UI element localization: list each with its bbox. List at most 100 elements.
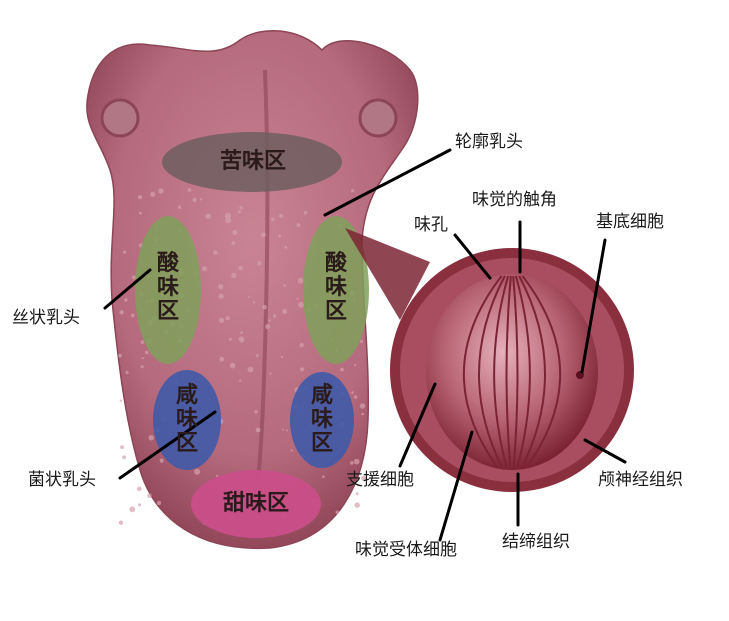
papilla-dot <box>283 284 286 287</box>
papilla-dot <box>137 195 143 200</box>
bud-cell-line <box>478 275 506 469</box>
papilla-dot <box>300 367 305 372</box>
papilla-dot <box>248 296 251 299</box>
papilla-dot <box>141 357 144 360</box>
papilla-dot <box>255 427 261 433</box>
papilla-dot <box>225 212 231 219</box>
papilla-right <box>358 98 398 138</box>
papilla-dot <box>218 317 225 323</box>
papilla-dot <box>335 510 340 515</box>
papilla-dot <box>240 331 244 334</box>
label-fungiform: 菌状乳头 <box>28 470 96 490</box>
papilla-dot <box>199 198 203 201</box>
papilla-dot <box>194 468 201 475</box>
papilla-dot <box>232 229 238 236</box>
papilla-dot <box>129 506 136 513</box>
papilla-dot <box>280 355 284 359</box>
papilla-dot <box>303 210 308 215</box>
papilla-dot <box>218 284 224 290</box>
papilla-dot <box>125 370 129 375</box>
papilla-dot <box>229 362 236 369</box>
papilla-dot <box>278 234 282 238</box>
papilla-dot <box>122 455 126 460</box>
label-receptor-cell: 味觉受体细胞 <box>355 540 457 560</box>
papilla-dot <box>284 245 288 249</box>
papilla-dot <box>147 493 152 499</box>
label-cranial-nerve: 颅神经组织 <box>598 470 683 490</box>
papilla-dot <box>247 366 254 373</box>
papilla-dot <box>322 475 325 479</box>
papilla-dot <box>265 324 271 330</box>
papilla-dot <box>237 210 242 214</box>
line-basal-cell <box>580 238 607 374</box>
papilla-left <box>100 98 140 138</box>
line-taste-pore <box>453 233 492 280</box>
papilla-dot <box>239 338 244 343</box>
sweet-zone-label: 甜味区 <box>222 491 289 516</box>
papilla-dot <box>351 189 355 193</box>
papilla-dot <box>268 319 271 322</box>
papilla-dot <box>148 435 154 441</box>
papilla-dot <box>354 363 357 366</box>
papilla-dot <box>130 313 135 318</box>
line-receptor <box>438 430 474 542</box>
papilla-dot <box>150 191 156 197</box>
papilla-dot <box>219 356 225 362</box>
label-supporting-cell: 支援细胞 <box>346 470 414 490</box>
sour-zone-right-label: 酸味区 <box>324 251 347 324</box>
bud-cell-line <box>514 275 531 469</box>
papilla-dot <box>296 223 301 228</box>
papilla-dot <box>299 343 304 348</box>
salty-zone-right-label: 咸味区 <box>310 383 333 456</box>
sweet-zone <box>191 470 321 538</box>
papilla-dot <box>261 232 266 238</box>
sour-zone-left-label: 酸味区 <box>156 251 179 324</box>
papilla-dot <box>231 241 236 246</box>
papilla-dot <box>192 197 197 203</box>
papilla-dot <box>138 211 142 215</box>
salty-zone-left-label: 咸味区 <box>175 383 198 456</box>
papilla-dot <box>355 492 359 496</box>
papilla-dot <box>202 266 207 272</box>
line-fungiform <box>118 410 217 480</box>
papilla-dot <box>282 309 288 314</box>
papilla-dot <box>156 500 162 506</box>
papilla-dot <box>360 340 363 343</box>
papilla-dot <box>215 474 219 478</box>
papilla-dot <box>359 403 366 409</box>
line-filiform <box>103 268 152 310</box>
papilla-dot <box>286 429 288 432</box>
papilla-dot <box>296 297 299 300</box>
line-circumvallate <box>323 148 452 217</box>
papilla-dot <box>225 316 230 321</box>
papilla-dot <box>238 265 243 271</box>
papilla-dot <box>252 301 256 304</box>
papilla-dot <box>218 293 224 299</box>
papilla-dot <box>158 188 164 194</box>
sour-zone-right <box>303 216 369 364</box>
papilla-dot <box>297 277 304 284</box>
bitter-zone-label: 苦味区 <box>219 149 286 174</box>
papilla-dot <box>351 391 354 394</box>
papilla-dot <box>272 314 277 318</box>
papilla-dot <box>340 367 344 372</box>
label-connective: 结缔组织 <box>502 532 570 552</box>
bud-cell-line <box>493 275 510 469</box>
papilla-dot <box>239 206 243 210</box>
papilla-dot <box>119 310 124 315</box>
papilla-dot <box>361 475 367 481</box>
papilla-dot <box>271 217 275 222</box>
bud-cell-line <box>462 275 503 469</box>
label-basal-cell: 基底细胞 <box>596 212 664 232</box>
papilla-dot <box>298 301 304 308</box>
papilla-dot <box>178 205 182 209</box>
papilla-dot <box>140 340 145 344</box>
label-taste-pore: 味孔 <box>414 215 448 235</box>
papilla-dot <box>231 272 237 279</box>
papilla-dot <box>254 410 258 414</box>
zoom-connector <box>345 228 430 320</box>
papilla-dot <box>361 412 365 416</box>
line-cranial-nerve <box>583 438 627 464</box>
label-taste-hair: 味觉的触角 <box>472 190 557 210</box>
